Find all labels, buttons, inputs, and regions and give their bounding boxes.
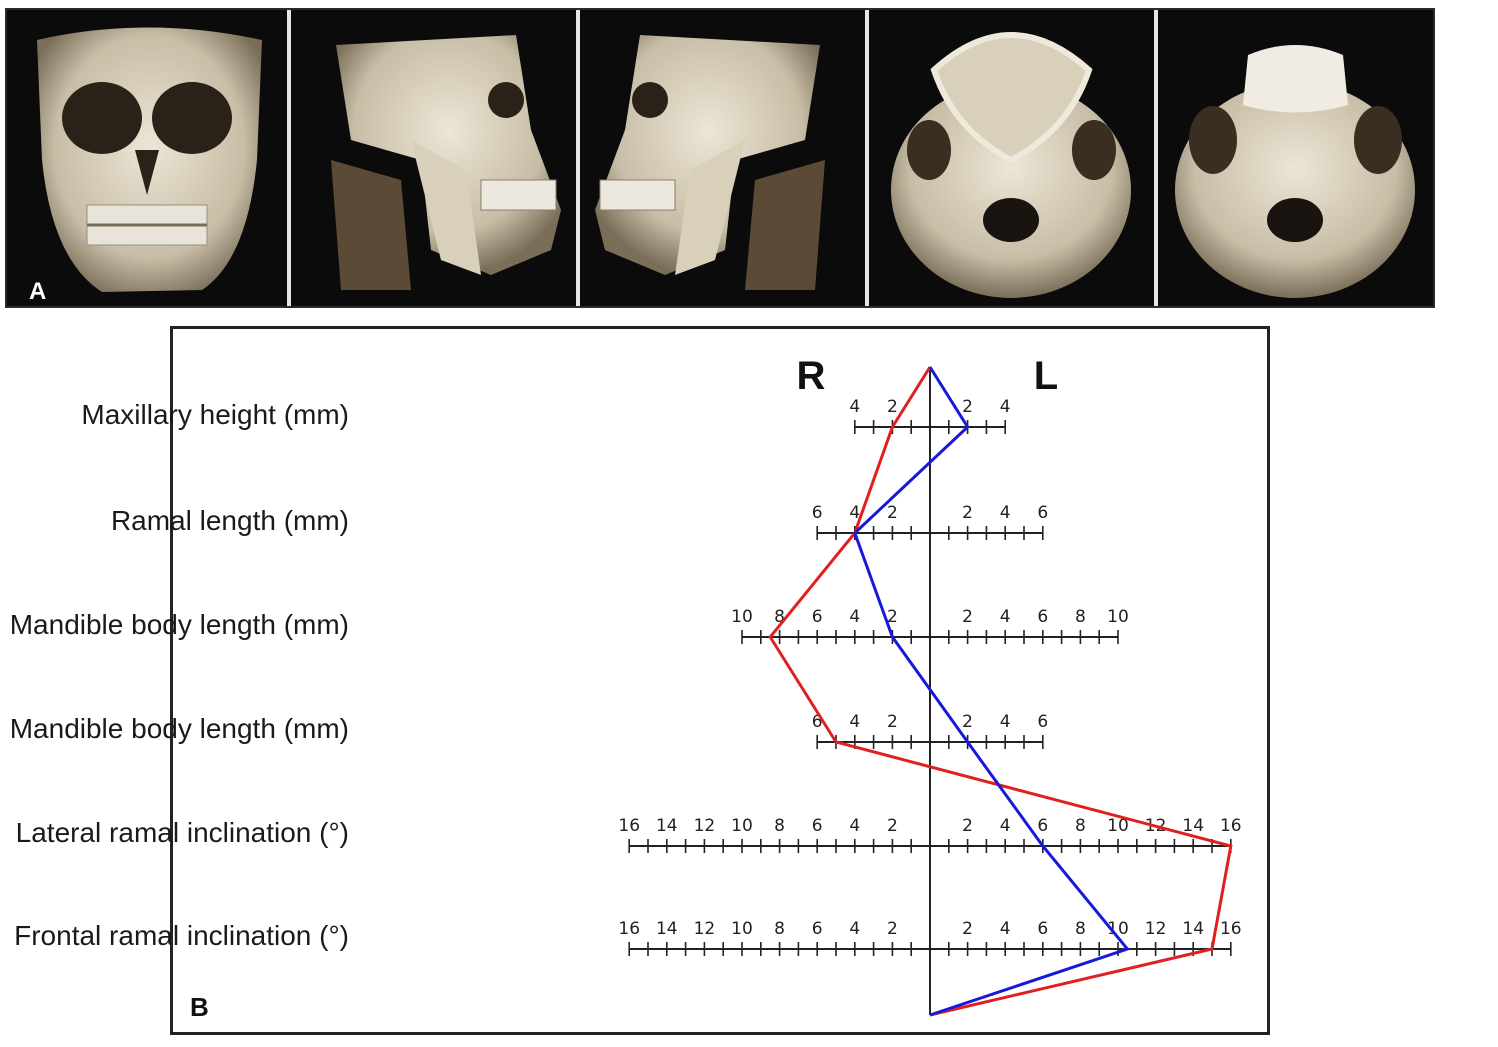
tick-label-l-4-2: 6 [1037, 816, 1048, 836]
panel-a-ct-reconstructions: A [5, 8, 1435, 308]
tick-label-l-4-3: 8 [1075, 816, 1086, 836]
deviation-chart: R L 4 2 2 4 6 4 2 2 4 6 10 8 6 4 2 2 4 6 8 10 6 4 2 2 4 6 16 14 12 10 8 6… [618, 354, 1242, 1017]
tick-label-r-0-0: 4 [849, 397, 860, 417]
tick-label-l-2-3: 8 [1075, 607, 1086, 627]
tick-label-l-4-6: 14 [1182, 816, 1204, 836]
tick-label-r-1-2: 2 [887, 503, 898, 523]
row-label-5: Frontal ramal inclination (°) [14, 920, 349, 951]
tick-label-r-5-0: 16 [618, 919, 640, 939]
tick-label-r-4-2: 12 [694, 816, 716, 836]
tick-label-r-4-1: 14 [656, 816, 678, 836]
tick-label-r-5-2: 12 [694, 919, 716, 939]
tick-label-l-0-1: 4 [1000, 397, 1011, 417]
row-label-1: Ramal length (mm) [110, 505, 349, 536]
row-label-3: Mandible body length (mm) [9, 713, 349, 744]
left-side-label: L [1034, 354, 1058, 398]
tick-label-l-5-4: 10 [1107, 919, 1129, 939]
tick-label-r-2-4: 2 [887, 607, 898, 627]
tick-label-r-3-1: 4 [849, 712, 860, 732]
right-lateral-skull-view [291, 10, 576, 306]
tick-label-r-5-7: 2 [887, 919, 898, 939]
tick-label-r-2-0: 10 [731, 607, 753, 627]
tick-label-l-5-3: 8 [1075, 919, 1086, 939]
inferior-skull-view [869, 10, 1154, 306]
tick-label-l-5-0: 2 [962, 919, 973, 939]
series-line-red [768, 366, 1233, 1017]
tick-label-l-3-2: 6 [1037, 712, 1048, 732]
tick-label-r-3-0: 6 [812, 712, 823, 732]
superior-skull-view [1158, 10, 1433, 306]
tick-label-l-4-4: 10 [1107, 816, 1129, 836]
tick-label-l-0-0: 2 [962, 397, 973, 417]
tick-label-l-2-2: 6 [1037, 607, 1048, 627]
tick-label-r-4-4: 8 [774, 816, 785, 836]
series-line-blue [853, 366, 1130, 1017]
tick-label-l-2-1: 4 [1000, 607, 1011, 627]
tick-label-l-5-1: 4 [1000, 919, 1011, 939]
row-label-0: Maxillary height (mm) [81, 399, 349, 430]
panel-b-label: B [190, 992, 209, 1022]
left-lateral-skull-view [580, 10, 865, 306]
tick-label-l-3-0: 2 [962, 712, 973, 732]
tick-label-l-4-0: 2 [962, 816, 973, 836]
tick-label-r-4-3: 10 [731, 816, 753, 836]
tick-label-l-5-5: 12 [1145, 919, 1167, 939]
tick-label-r-2-3: 4 [849, 607, 860, 627]
tick-label-r-4-5: 6 [812, 816, 823, 836]
view-separator [865, 10, 869, 306]
tick-label-r-5-3: 10 [731, 919, 753, 939]
tick-label-r-3-2: 2 [887, 712, 898, 732]
tick-label-r-0-1: 2 [887, 397, 898, 417]
tick-label-r-4-7: 2 [887, 816, 898, 836]
panel-a-label: A [29, 278, 47, 305]
tick-label-r-5-6: 4 [849, 919, 860, 939]
row-label-2: Mandible body length (mm) [9, 609, 349, 640]
tick-label-l-4-1: 4 [1000, 816, 1011, 836]
view-separator [576, 10, 580, 306]
panel-b-chart: R L 4 2 2 4 6 4 2 2 4 6 10 8 6 4 2 2 4 6 8 10 6 4 2 2 4 6 16 14 12 10 8 6… [10, 326, 1270, 1035]
view-separator [1154, 10, 1158, 306]
tick-label-l-3-1: 4 [1000, 712, 1011, 732]
tick-label-l-1-1: 4 [1000, 503, 1011, 523]
view-separator [287, 10, 291, 306]
tick-label-r-1-1: 4 [849, 503, 860, 523]
tick-label-r-2-1: 8 [774, 607, 785, 627]
tick-label-l-5-6: 14 [1182, 919, 1204, 939]
tick-label-r-5-1: 14 [656, 919, 678, 939]
tick-label-r-1-0: 6 [812, 503, 823, 523]
tick-label-r-4-0: 16 [618, 816, 640, 836]
tick-label-l-5-2: 6 [1037, 919, 1048, 939]
tick-label-r-4-6: 4 [849, 816, 860, 836]
tick-label-l-1-2: 6 [1037, 503, 1048, 523]
frontal-skull-view [7, 10, 287, 306]
row-label-4: Lateral ramal inclination (°) [15, 817, 349, 848]
tick-label-l-2-4: 10 [1107, 607, 1129, 627]
tick-label-l-5-7: 16 [1220, 919, 1242, 939]
tick-label-l-4-7: 16 [1220, 816, 1242, 836]
tick-label-r-2-2: 6 [812, 607, 823, 627]
right-side-label: R [797, 354, 826, 398]
tick-label-r-5-4: 8 [774, 919, 785, 939]
tick-label-l-2-0: 2 [962, 607, 973, 627]
tick-label-l-1-0: 2 [962, 503, 973, 523]
tick-label-r-5-5: 6 [812, 919, 823, 939]
